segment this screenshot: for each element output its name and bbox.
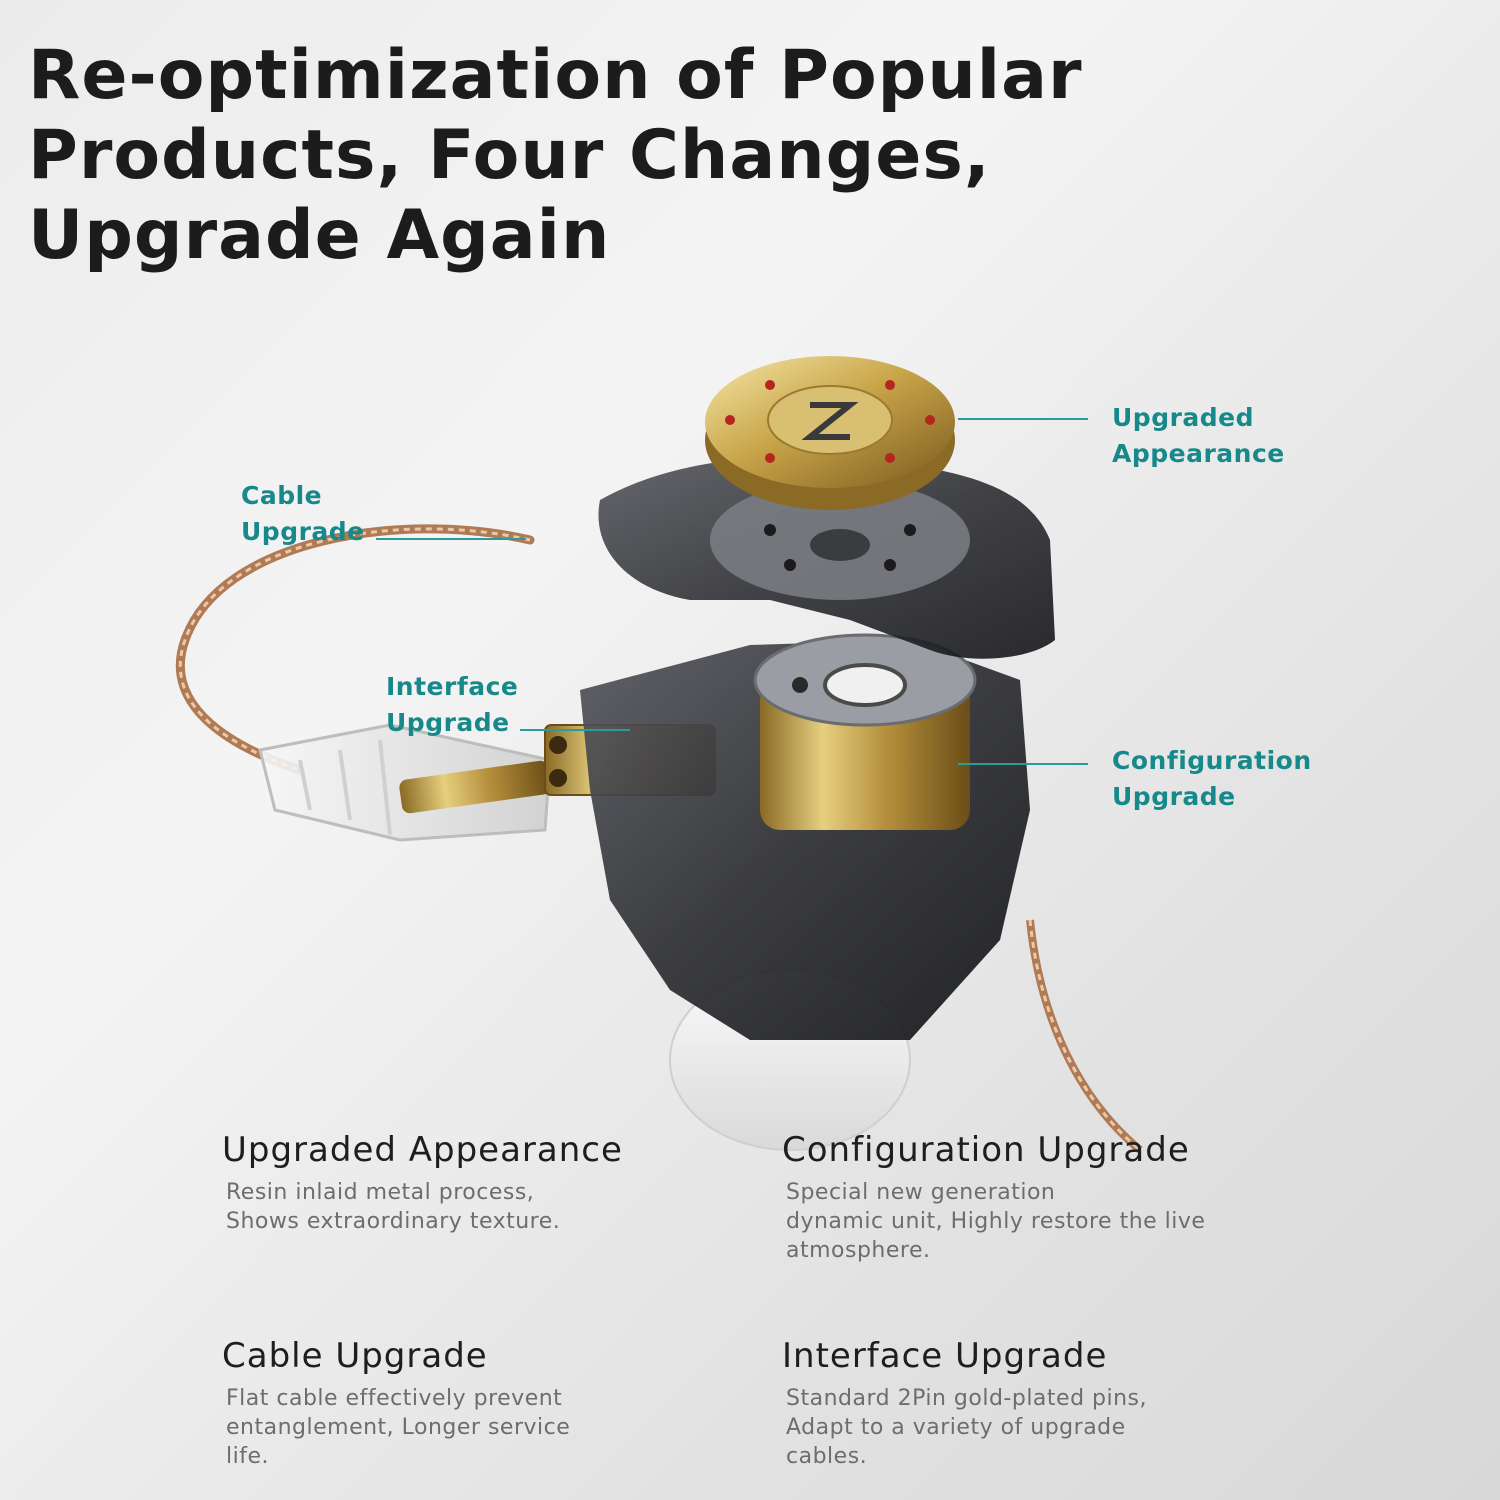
leader-line-interface <box>520 729 630 731</box>
kz-logo-cap-icon <box>705 356 955 510</box>
dynamic-driver-icon <box>753 633 977 830</box>
feature-title: Cable Upgrade <box>222 1336 488 1376</box>
page-title: Re-optimization of Popular Products, Fou… <box>28 36 1328 276</box>
feature-upgraded-appearance: Upgraded Appearance Resin inlaid metal p… <box>222 1128 762 1236</box>
feature-title: Interface Upgrade <box>782 1336 1108 1376</box>
feature-description: Flat cable effectively prevent entanglem… <box>226 1386 571 1469</box>
feature-cable-upgrade: Cable Upgrade Flat cable effectively pre… <box>222 1334 762 1471</box>
cable-plug-icon <box>258 723 552 842</box>
earphone-illustration <box>175 356 1143 1154</box>
callout-configuration-upgrade: Configuration Upgrade <box>1112 746 1312 811</box>
callout-cable-upgrade: Cable Upgrade <box>241 481 365 546</box>
callout-interface-upgrade: Interface Upgrade <box>386 672 519 737</box>
feature-configuration-upgrade: Configuration Upgrade Special new genera… <box>782 1128 1382 1265</box>
feature-title: Configuration Upgrade <box>782 1130 1190 1170</box>
callout-upgraded-appearance: Upgraded Appearance <box>1112 403 1285 468</box>
title-line-2: Products, Four Changes, <box>28 116 991 195</box>
feature-description: Standard 2Pin gold-plated pins, Adapt to… <box>786 1386 1148 1469</box>
feature-description: Special new generation dynamic unit, Hig… <box>786 1180 1206 1263</box>
leader-line-configuration <box>958 763 1088 765</box>
title-line-1: Re-optimization of Popular <box>28 36 1083 115</box>
leader-line-appearance <box>958 418 1088 420</box>
title-line-3: Upgrade Again <box>28 196 611 275</box>
feature-title: Upgraded Appearance <box>222 1130 623 1170</box>
feature-interface-upgrade: Interface Upgrade Standard 2Pin gold-pla… <box>782 1334 1382 1471</box>
leader-line-cable <box>376 538 526 540</box>
feature-description: Resin inlaid metal process, Shows extrao… <box>226 1180 561 1234</box>
